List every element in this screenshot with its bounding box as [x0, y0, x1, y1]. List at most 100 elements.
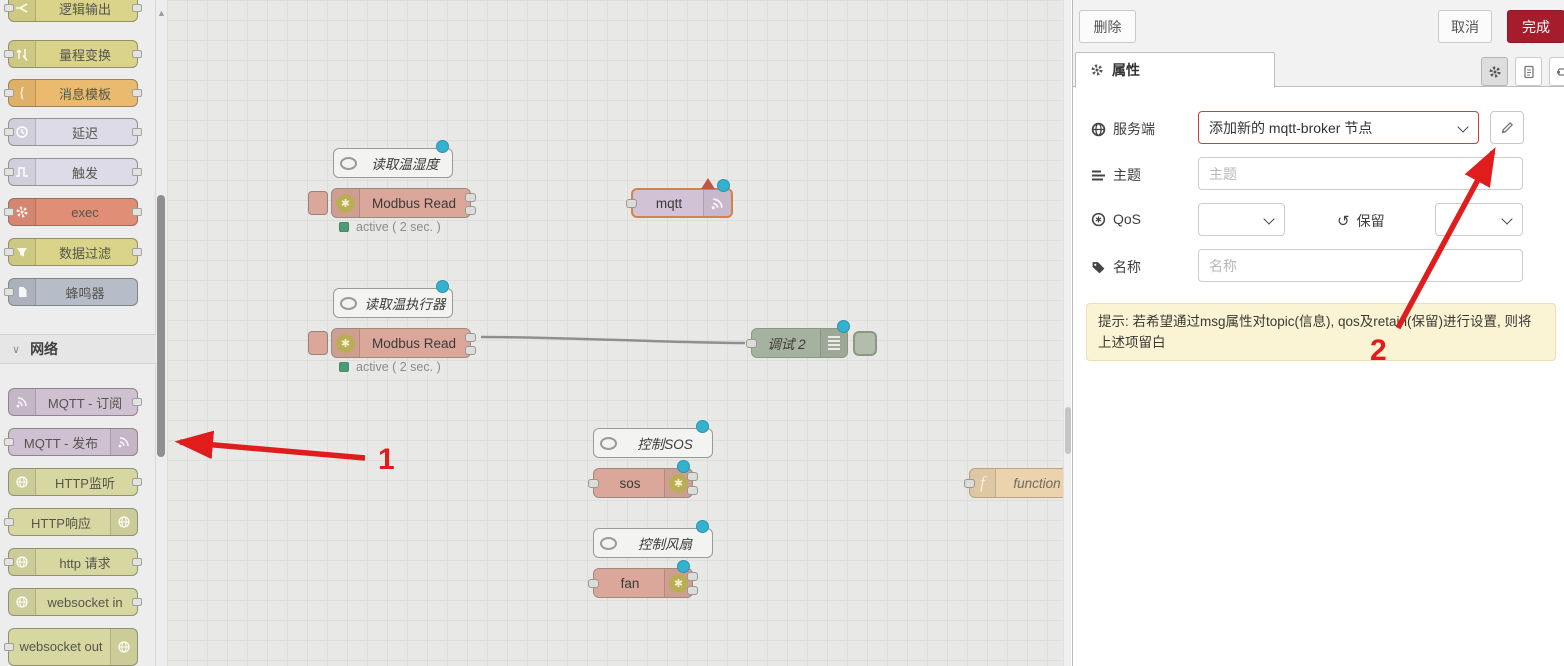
output-port-1[interactable]	[687, 472, 698, 481]
modbus-read-node-1[interactable]: ✱ Modbus Read	[308, 188, 476, 218]
qos-select[interactable]	[1198, 203, 1285, 236]
input-port[interactable]	[4, 4, 14, 12]
function-node[interactable]: f function	[964, 468, 1063, 498]
comment-node-read-temp-actuator[interactable]: 读取温执行器	[333, 280, 453, 318]
output-port-2[interactable]	[465, 346, 476, 355]
input-port[interactable]	[308, 191, 328, 215]
description-icon-button[interactable]	[1515, 57, 1542, 86]
palette-scrollbar-thumb[interactable]	[157, 195, 165, 457]
wire-modbus-to-debug[interactable]	[480, 335, 746, 345]
comment-node-control-sos[interactable]: 控制SOS	[593, 420, 713, 458]
palette-node-http-in[interactable]: HTTP监听	[8, 468, 142, 496]
input-port[interactable]	[4, 208, 14, 216]
comment-node-control-fan[interactable]: 控制风扇	[593, 520, 713, 558]
palette-node-exec[interactable]: exec	[4, 198, 142, 226]
input-port[interactable]	[4, 438, 14, 446]
output-port[interactable]	[132, 168, 142, 176]
input-port[interactable]	[626, 199, 637, 208]
palette-node-range[interactable]: 量程变换	[4, 40, 142, 68]
palette-node-delay[interactable]: 延迟	[4, 118, 142, 146]
properties-icon-button[interactable]	[1481, 57, 1508, 86]
pencil-icon	[1501, 121, 1514, 133]
palette-node-logic-output[interactable]: 逻辑输出	[4, 0, 142, 22]
input-port[interactable]	[4, 288, 14, 296]
palette-node-filter[interactable]: 数据过滤	[4, 238, 142, 266]
output-port-2[interactable]	[687, 586, 698, 595]
circled-asterisk-icon	[1091, 212, 1106, 226]
scroll-up-arrow-icon[interactable]: ▲	[157, 8, 166, 18]
comment-label: 读取温湿度	[371, 157, 439, 172]
input-port[interactable]	[964, 479, 975, 488]
output-port-2[interactable]	[465, 206, 476, 215]
node-label: Modbus Read	[371, 335, 457, 351]
comment-node-read-temp-humidity[interactable]: 读取温湿度	[333, 140, 453, 178]
cancel-button[interactable]: 取消	[1438, 10, 1492, 43]
palette-node-label: 蜂鸣器	[65, 285, 105, 301]
name-input[interactable]	[1198, 249, 1523, 282]
output-port[interactable]	[132, 248, 142, 256]
status-dot-green	[339, 362, 349, 372]
input-port[interactable]	[4, 558, 14, 566]
palette-node-websocket-out[interactable]: websocket out	[4, 628, 138, 666]
done-button[interactable]: 完成	[1507, 10, 1564, 43]
input-port[interactable]	[4, 128, 14, 136]
palette-node-mqtt-in[interactable]: MQTT - 订阅	[8, 388, 142, 416]
palette-node-mqtt-out[interactable]: MQTT - 发布	[4, 428, 138, 456]
palette-scrollbar[interactable]: ▲	[156, 0, 167, 666]
output-port[interactable]	[132, 50, 142, 58]
delete-button[interactable]: 删除	[1079, 10, 1136, 43]
palette-node-http-request[interactable]: http 请求	[4, 548, 142, 576]
input-port[interactable]	[4, 89, 14, 97]
output-port-2[interactable]	[687, 486, 698, 495]
output-port[interactable]	[132, 128, 142, 136]
output-port[interactable]	[132, 398, 142, 406]
output-port[interactable]	[132, 598, 142, 606]
modbus-read-node-2[interactable]: ✱ Modbus Read	[308, 328, 476, 358]
server-select[interactable]: 添加新的 mqtt-broker 节点	[1198, 111, 1479, 144]
tab-properties[interactable]: 属性	[1075, 52, 1275, 88]
node-label: mqtt	[655, 195, 683, 211]
output-port-1[interactable]	[465, 333, 476, 342]
input-port[interactable]	[4, 518, 14, 526]
output-port[interactable]	[132, 208, 142, 216]
palette-node-http-response[interactable]: HTTP响应	[4, 508, 138, 536]
palette-node-trigger[interactable]: 触发	[4, 158, 142, 186]
input-port[interactable]	[588, 479, 599, 488]
output-port-1[interactable]	[687, 572, 698, 581]
flow-canvas[interactable]: 读取温湿度 ✱ Modbus Read active ( 2 sec. ) mq…	[167, 0, 1063, 666]
debug-list-icon	[820, 329, 847, 357]
output-port[interactable]	[132, 558, 142, 566]
input-port[interactable]	[4, 643, 14, 651]
palette-node-buzzer[interactable]: 蜂鸣器	[4, 278, 138, 306]
chevron-down-icon: ∨	[12, 343, 21, 356]
wires-layer	[480, 335, 746, 345]
topic-input[interactable]	[1198, 157, 1523, 190]
canvas-scrollbar[interactable]	[1063, 0, 1071, 666]
input-port[interactable]	[4, 50, 14, 58]
status-text: active ( 2 sec. )	[356, 360, 441, 374]
appearance-icon-button[interactable]	[1549, 57, 1564, 86]
changed-indicator-dot	[436, 280, 449, 293]
globe-icon	[9, 469, 36, 495]
fan-node[interactable]: ✱ fan	[588, 560, 698, 598]
input-port[interactable]	[4, 248, 14, 256]
canvas-scrollbar-thumb[interactable]	[1065, 407, 1071, 454]
node-appearance-icon	[1556, 67, 1564, 76]
output-port[interactable]	[132, 4, 142, 12]
output-port-1[interactable]	[465, 193, 476, 202]
palette-node-template[interactable]: { 消息模板	[4, 79, 142, 107]
input-port[interactable]	[746, 339, 757, 348]
palette-section-network[interactable]: ∨ 网络	[0, 334, 156, 364]
input-port[interactable]	[308, 331, 328, 355]
debug-node[interactable]: 调试 2	[746, 320, 850, 358]
retain-select[interactable]	[1435, 203, 1523, 236]
edit-server-button[interactable]	[1490, 111, 1524, 144]
mqtt-node[interactable]: mqtt	[626, 178, 733, 218]
debug-toggle-button[interactable]	[853, 331, 877, 356]
output-port[interactable]	[132, 89, 142, 97]
sos-node[interactable]: ✱ sos	[588, 460, 698, 498]
input-port[interactable]	[588, 579, 599, 588]
input-port[interactable]	[4, 168, 14, 176]
palette-node-websocket-in[interactable]: websocket in	[8, 588, 142, 616]
output-port[interactable]	[132, 478, 142, 486]
